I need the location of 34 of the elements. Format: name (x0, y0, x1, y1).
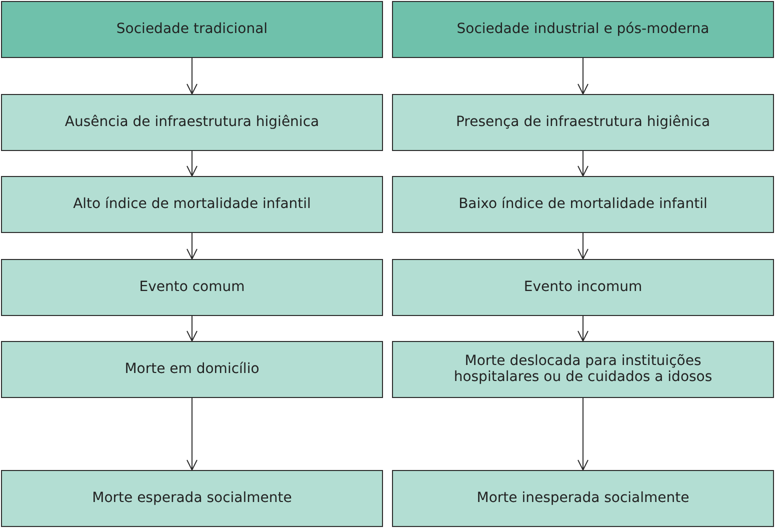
process-box (392, 341, 774, 398)
box-text: Morte esperada socialmente (92, 490, 292, 506)
box-text: Morte inesperada socialmente (476, 490, 690, 506)
box-text: Sociedade industrial e pós-moderna (456, 22, 710, 38)
arrow (186, 58, 198, 94)
process-box (1, 470, 383, 527)
arrow (578, 150, 588, 176)
process-box (392, 176, 774, 233)
process-box (1, 259, 383, 316)
arrow (578, 398, 588, 470)
process-box (392, 470, 774, 527)
box-text: Evento comum (139, 280, 245, 296)
arrow (578, 316, 588, 342)
box-text: Evento incomum (524, 280, 642, 296)
process-box (392, 94, 774, 151)
process-box (1, 341, 383, 398)
process-box (1, 176, 383, 233)
box-text: Morte deslocada para instituições hospitalares ou de cuidados a idosos (452, 354, 714, 385)
arrow (186, 316, 198, 342)
arrow (186, 398, 198, 470)
header-box (1, 1, 383, 58)
process-box (1, 94, 383, 151)
box-text: Morte em domicílio (124, 362, 260, 378)
box-text: Sociedade tradicional (116, 22, 268, 38)
box-text: Alto índice de mortalidade infantil (73, 196, 311, 212)
arrow (186, 150, 198, 176)
process-box (392, 259, 774, 316)
arrow (186, 232, 198, 260)
header-box (392, 1, 774, 58)
box-text: Ausência de infraestrutura higiênica (64, 114, 320, 130)
box-text: Baixo índice de mortalidade infantil (458, 196, 708, 212)
arrow (578, 232, 588, 260)
arrow (578, 58, 588, 94)
box-text: Presença de infraestrutura higiênica (456, 114, 710, 130)
